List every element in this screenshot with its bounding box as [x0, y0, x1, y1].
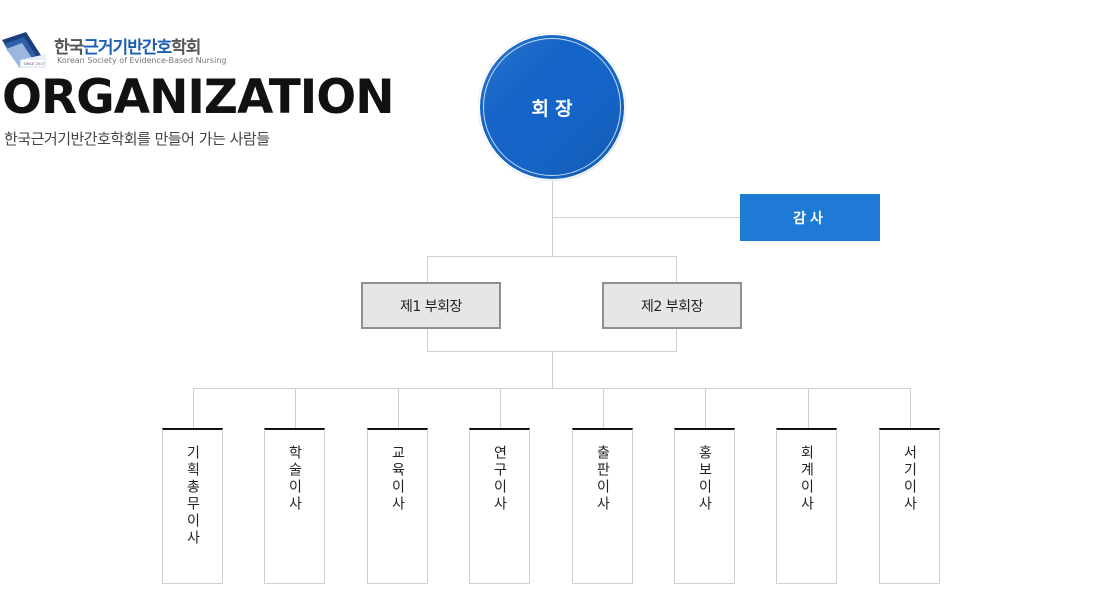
connector-line — [295, 388, 296, 428]
logo-name-suffix: 학회 — [171, 38, 201, 58]
connector-line — [398, 388, 399, 428]
president-node: 회장 — [478, 33, 626, 181]
connector-line — [427, 256, 428, 282]
director-label: 기획총무이사 — [184, 445, 201, 547]
logo-society-name: 한국근거기반간호학회 — [54, 33, 201, 58]
director-education-node: 교육이사 — [367, 428, 428, 584]
society-logo[interactable]: SINCE 2017 한국근거기반간호학회 Korean Society of … — [0, 30, 240, 70]
logo-english-name: Korean Society of Evidence-Based Nursing — [57, 56, 227, 65]
president-label: 회장 — [531, 97, 579, 120]
auditor-node: 감사 — [740, 194, 880, 241]
director-label: 홍보이사 — [696, 445, 713, 513]
logo-name-prefix: 한국 — [54, 38, 84, 58]
connector-line — [193, 388, 194, 428]
connector-line — [500, 388, 501, 428]
connector-line — [552, 217, 740, 218]
vice-president-2-label: 제2 부회장 — [641, 298, 703, 315]
logo-name-highlight: 근거기반간호 — [83, 38, 172, 58]
connector-line — [427, 256, 677, 257]
president-ring — [483, 38, 621, 176]
book-logo-icon: SINCE 2017 — [2, 32, 46, 68]
director-label: 출판이사 — [594, 445, 611, 513]
director-publishing-node: 출판이사 — [572, 428, 633, 584]
connector-line — [808, 388, 809, 428]
director-label: 서기이사 — [901, 445, 918, 513]
director-label: 회계이사 — [798, 445, 815, 513]
vice-president-1-node: 제1 부회장 — [361, 282, 501, 329]
connector-line — [193, 388, 911, 389]
vice-president-2-node: 제2 부회장 — [602, 282, 742, 329]
director-label: 학술이사 — [286, 445, 303, 513]
connector-line — [676, 329, 677, 352]
connector-line — [676, 256, 677, 282]
director-planning-node: 기획총무이사 — [162, 428, 223, 584]
connector-line — [603, 388, 604, 428]
director-label: 연구이사 — [491, 445, 508, 513]
connector-line — [552, 181, 553, 256]
auditor-label: 감사 — [793, 210, 827, 227]
director-accounting-node: 회계이사 — [776, 428, 837, 584]
director-secretary-node: 서기이사 — [879, 428, 940, 584]
director-research-node: 연구이사 — [469, 428, 530, 584]
connector-line — [427, 329, 428, 352]
logo-badge: SINCE 2017 — [24, 62, 45, 66]
director-academic-node: 학술이사 — [264, 428, 325, 584]
director-label: 교육이사 — [389, 445, 406, 513]
connector-line — [705, 388, 706, 428]
connector-line — [552, 351, 553, 388]
director-pr-node: 홍보이사 — [674, 428, 735, 584]
vice-president-1-label: 제1 부회장 — [400, 298, 462, 315]
page-title: ORGANIZATION — [2, 70, 395, 125]
page-subtitle: 한국근거기반간호학회를 만들어 가는 사람들 — [4, 130, 270, 148]
connector-line — [910, 388, 911, 428]
